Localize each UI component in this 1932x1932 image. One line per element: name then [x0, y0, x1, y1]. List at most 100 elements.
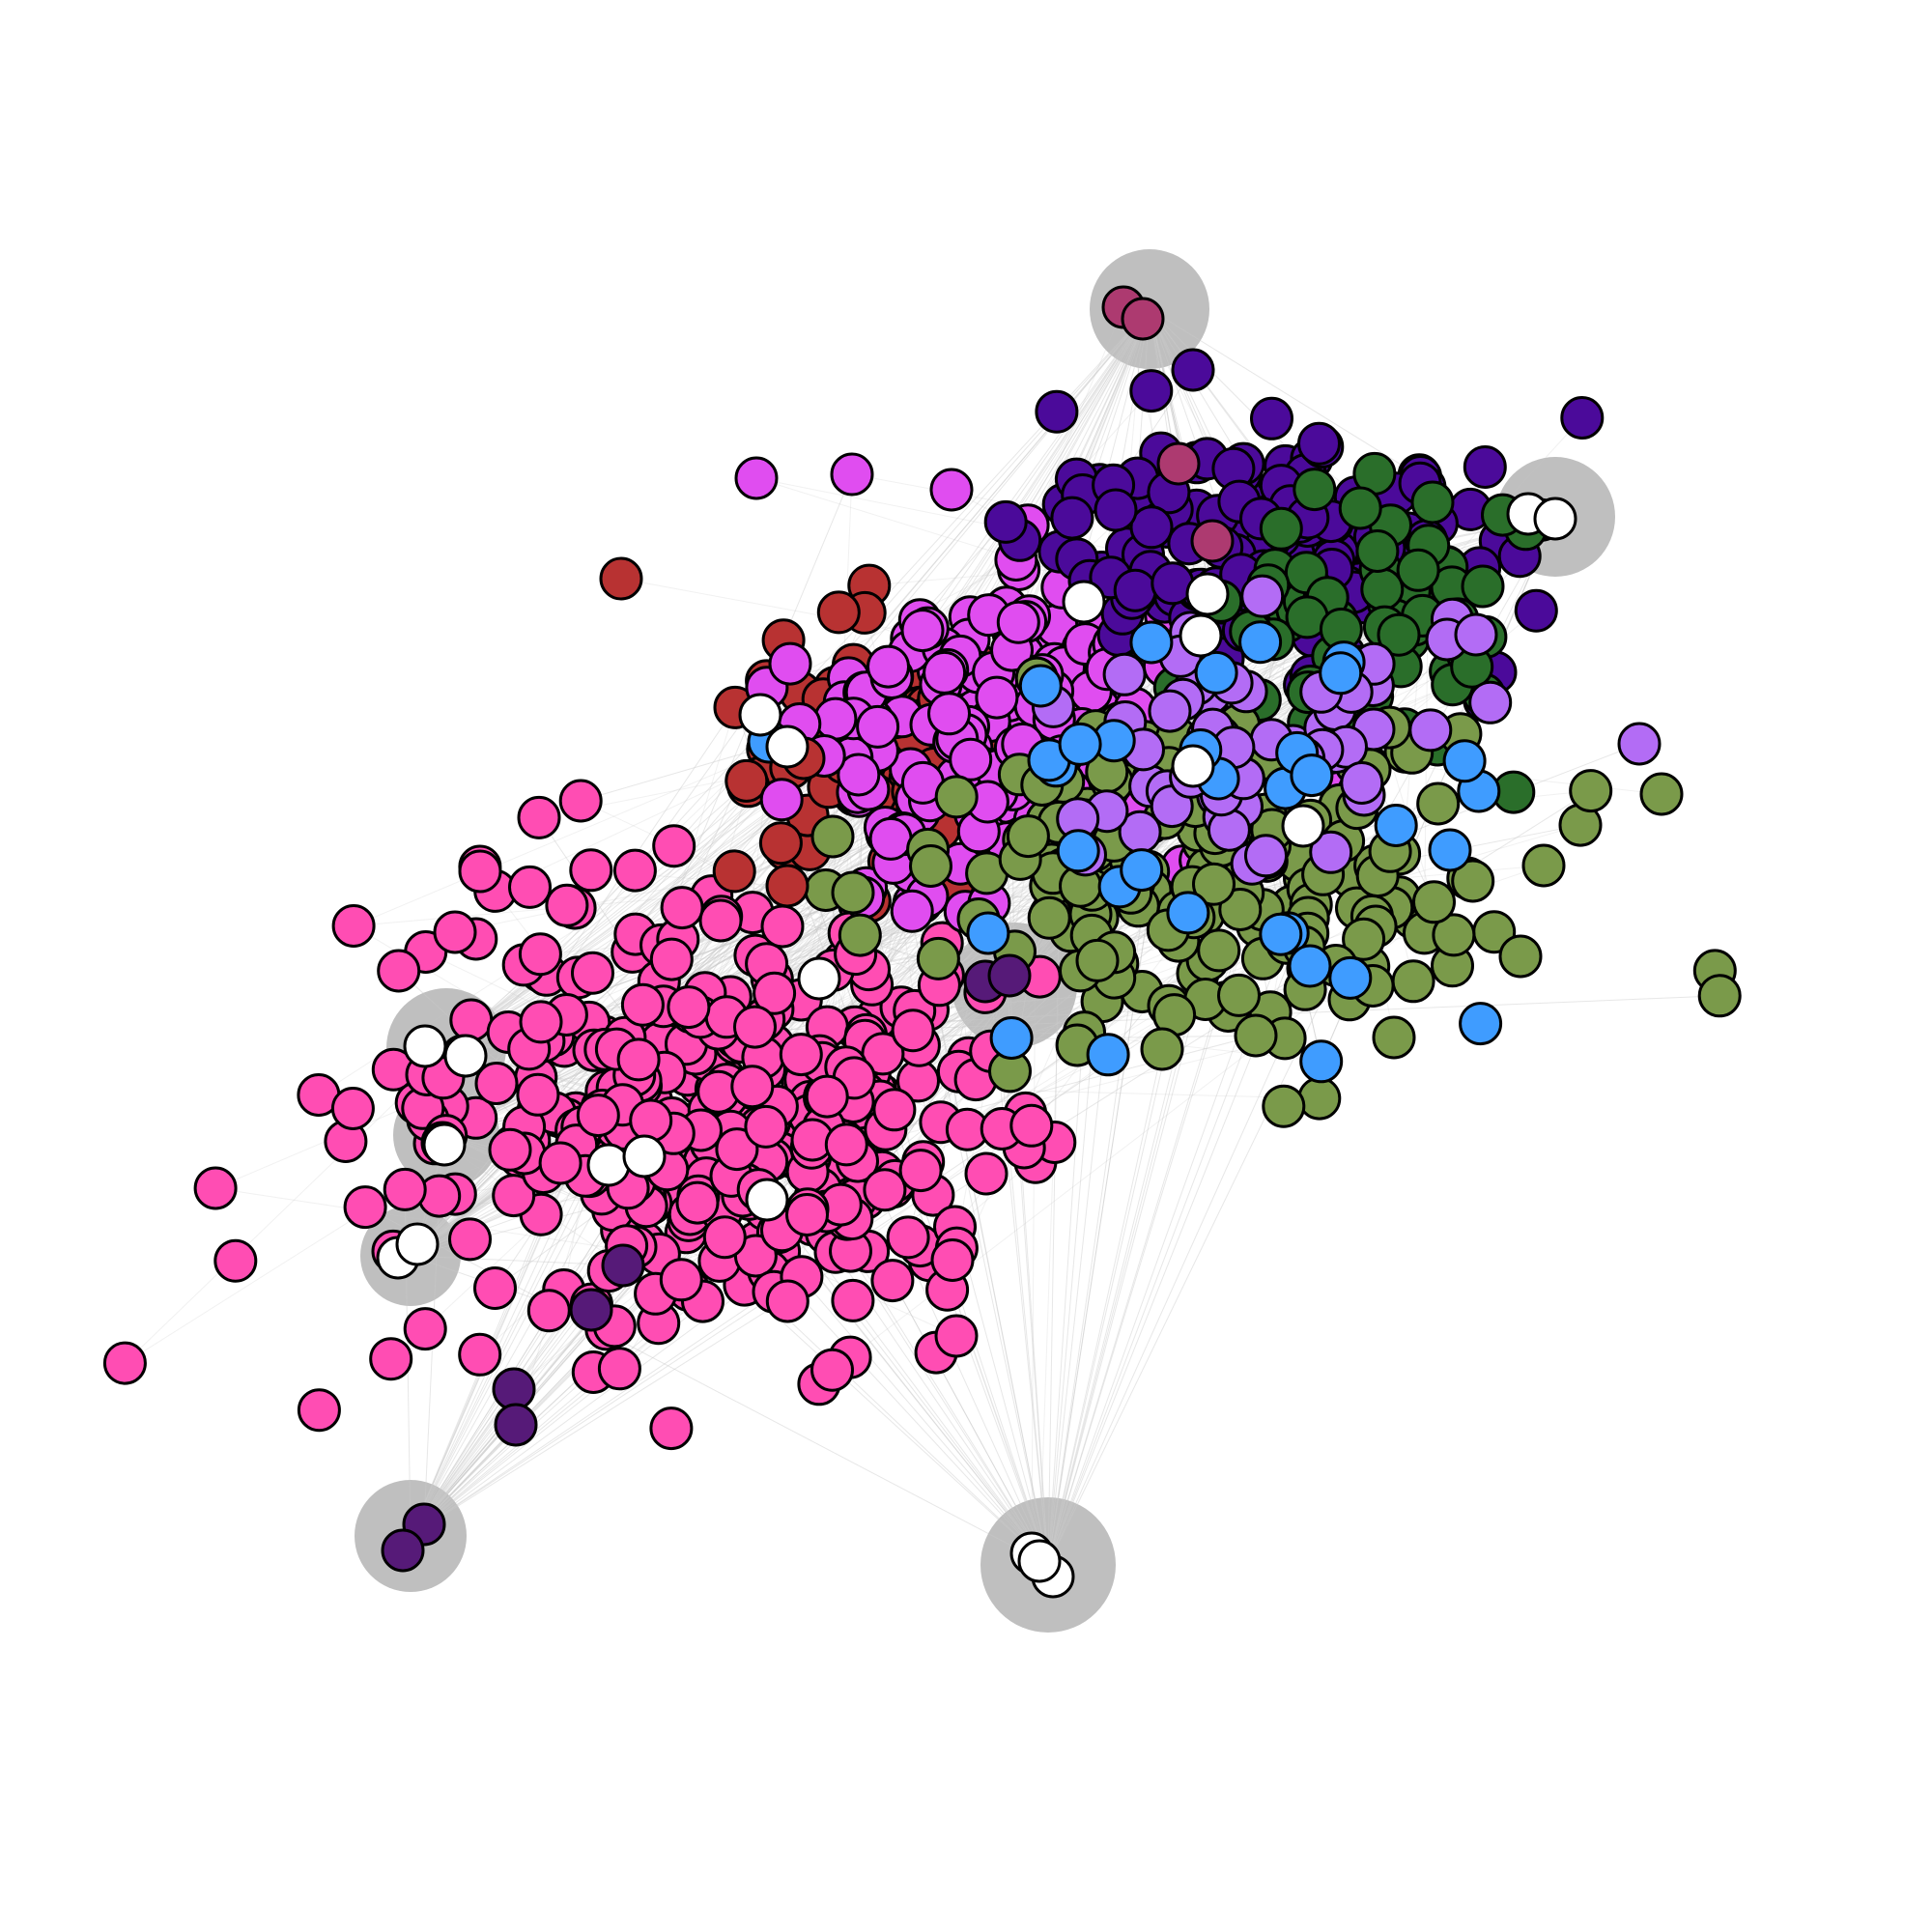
- magenta-community-node: [975, 675, 1019, 720]
- pink-community-node: [297, 1388, 341, 1433]
- pink-community-node: [891, 1009, 935, 1053]
- lavender-community-node: [1408, 708, 1453, 753]
- pink-community-node: [810, 1348, 854, 1392]
- white-nodes-node: [1017, 1539, 1062, 1583]
- pink-community-node: [558, 779, 603, 823]
- graph-edge: [410, 1255, 624, 1266]
- dark-purple-nodes-node: [987, 953, 1032, 998]
- magenta-community-node: [768, 641, 812, 686]
- white-nodes-node: [403, 1024, 447, 1068]
- pink-community-node: [538, 1141, 582, 1185]
- white-nodes-node: [1281, 804, 1325, 848]
- olive-green-community-node: [1432, 913, 1476, 957]
- dark-green-community-node: [1377, 612, 1421, 657]
- magenta-community-node: [929, 468, 974, 512]
- isolate-halos: [355, 249, 1615, 1633]
- pink-community-node: [675, 1180, 720, 1225]
- pink-community-node: [458, 849, 502, 894]
- white-nodes-node: [1171, 744, 1215, 788]
- red-community-node: [758, 821, 803, 866]
- olive-green-community-node: [810, 814, 855, 859]
- blue-nodes-node: [1290, 753, 1334, 798]
- pink-community-node: [473, 1266, 517, 1310]
- pink-community-node: [649, 1406, 694, 1451]
- pink-community-node: [660, 886, 704, 930]
- pink-community-node: [545, 883, 589, 927]
- pink-community-node: [213, 1238, 258, 1283]
- white-nodes-node: [797, 956, 841, 1001]
- olive-green-community-node: [1234, 1013, 1278, 1058]
- pink-community-node: [508, 865, 552, 909]
- pink-community-node: [377, 949, 421, 993]
- indigo-community-node: [1050, 496, 1094, 540]
- node-layer: [102, 285, 1742, 1599]
- maroon-nodes-node: [1190, 519, 1235, 563]
- pink-community-node: [872, 1088, 917, 1132]
- white-nodes-node: [765, 724, 810, 769]
- lavender-community-node: [1617, 722, 1662, 766]
- lavender-community-node: [1468, 680, 1513, 724]
- dark-green-community-node: [1410, 480, 1455, 525]
- indigo-community-node: [1560, 396, 1605, 440]
- blue-nodes-node: [1086, 1033, 1130, 1077]
- magenta-community-node: [900, 609, 945, 653]
- blue-nodes-node: [1194, 650, 1238, 695]
- white-nodes-node: [1179, 613, 1223, 658]
- olive-green-community-node: [1262, 1084, 1306, 1128]
- dark-purple-nodes-node: [601, 1243, 645, 1288]
- olive-green-community-node: [838, 913, 882, 957]
- blue-nodes-node: [1299, 1039, 1344, 1084]
- dark-green-community-node: [1259, 506, 1303, 551]
- magenta-community-node: [759, 778, 804, 822]
- pink-community-node: [193, 1166, 238, 1210]
- pink-community-node: [744, 1104, 788, 1149]
- pink-community-node: [474, 1062, 519, 1105]
- indigo-community-node: [1250, 396, 1293, 440]
- maroon-nodes-node: [1156, 441, 1201, 486]
- white-nodes-node: [443, 1034, 488, 1078]
- lavender-community-node: [1454, 612, 1498, 657]
- magenta-community-node: [868, 816, 913, 861]
- pink-community-node: [330, 1087, 375, 1130]
- dark-green-community-node: [1355, 529, 1400, 573]
- pink-community-node: [667, 985, 711, 1030]
- blue-nodes-node: [1018, 664, 1063, 708]
- pink-community-node: [597, 1347, 641, 1391]
- pink-community-node: [517, 795, 561, 839]
- blue-nodes-node: [1459, 1002, 1503, 1046]
- pink-community-node: [824, 1122, 868, 1167]
- pink-community-node: [898, 1149, 943, 1193]
- maroon-nodes-node: [1121, 297, 1165, 341]
- olive-green-community-node: [1416, 781, 1461, 826]
- pink-community-node: [870, 1259, 915, 1303]
- pink-community-node: [516, 1072, 560, 1117]
- graph-edge: [1047, 1037, 1286, 1566]
- magenta-community-node: [830, 452, 874, 497]
- olive-green-community-node: [909, 844, 952, 888]
- lavender-community-node: [1309, 830, 1353, 874]
- indigo-community-node: [1129, 369, 1174, 413]
- dark-green-community-node: [1293, 468, 1337, 512]
- olive-green-community-node: [916, 936, 960, 980]
- graph-edge: [445, 687, 768, 1136]
- pink-community-node: [805, 1074, 849, 1119]
- blue-nodes-node: [1129, 620, 1174, 665]
- pink-community-node: [753, 971, 797, 1015]
- graph-edge: [1047, 959, 1208, 1566]
- indigo-community-node: [1171, 348, 1215, 392]
- indigo-community-node: [1514, 588, 1558, 633]
- olive-green-community-node: [1639, 772, 1684, 816]
- olive-green-community-node: [1372, 1015, 1416, 1060]
- blue-nodes-node: [1442, 739, 1487, 783]
- pink-community-node: [733, 1005, 777, 1049]
- dark-purple-nodes-node: [569, 1288, 613, 1332]
- pink-community-node: [569, 848, 613, 893]
- white-nodes-node: [1533, 497, 1577, 541]
- red-community-node: [765, 864, 810, 908]
- lavender-community-node: [1340, 761, 1384, 805]
- pink-community-node: [930, 1238, 975, 1282]
- blue-nodes-node: [1288, 944, 1332, 988]
- white-nodes-node: [395, 1222, 440, 1266]
- lavender-community-node: [1148, 689, 1192, 733]
- graph-edge: [1149, 308, 1421, 477]
